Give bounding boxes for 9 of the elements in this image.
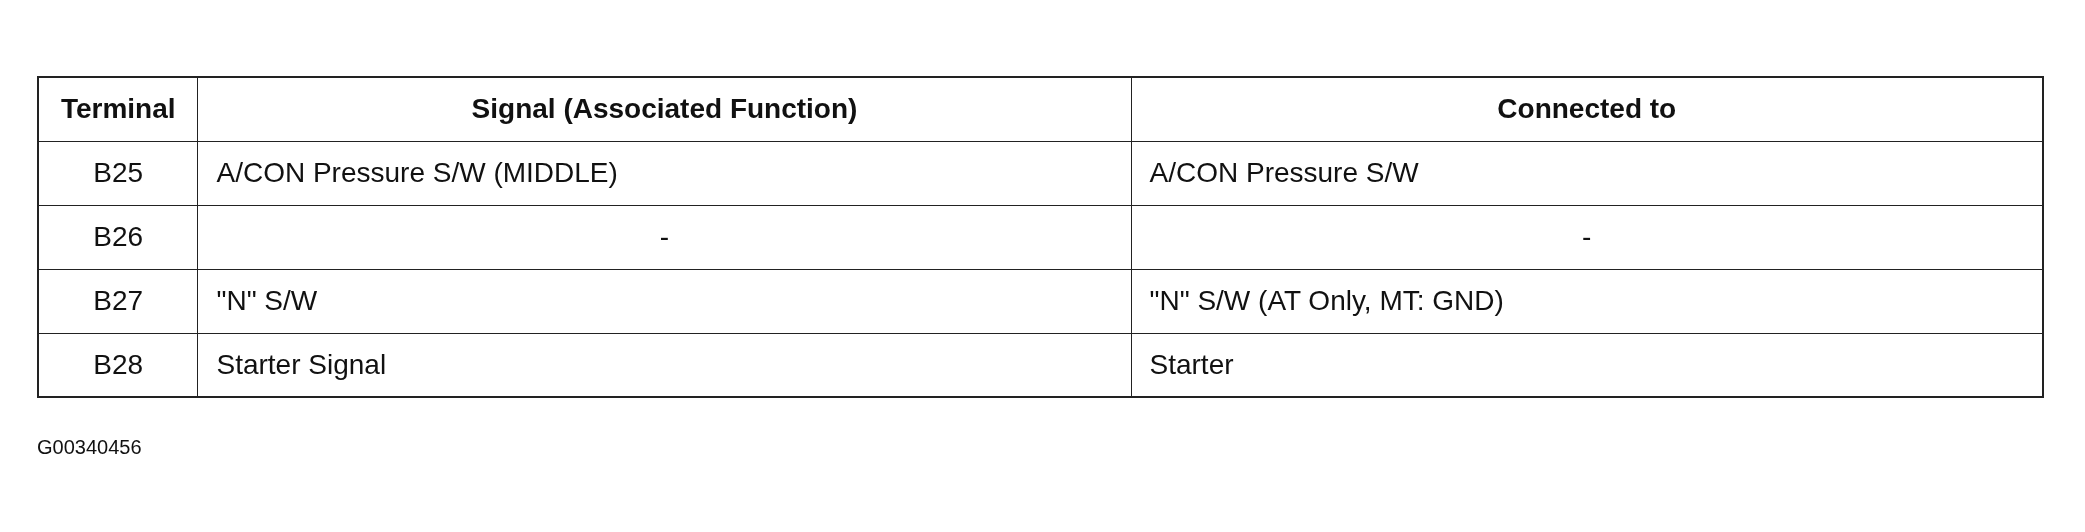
signal-description: A/CON Pressure S/W (MIDDLE) (198, 141, 1131, 205)
column-header: Terminal (38, 77, 198, 141)
signal-description: "N" S/W (198, 269, 1131, 333)
terminal-id: B27 (38, 269, 198, 333)
terminal-id: B25 (38, 141, 198, 205)
terminal-id: B26 (38, 205, 198, 269)
figure-id: G00340456 (37, 436, 142, 459)
column-header: Signal (Associated Function) (198, 77, 1131, 141)
empty-dash: - (198, 205, 1131, 269)
